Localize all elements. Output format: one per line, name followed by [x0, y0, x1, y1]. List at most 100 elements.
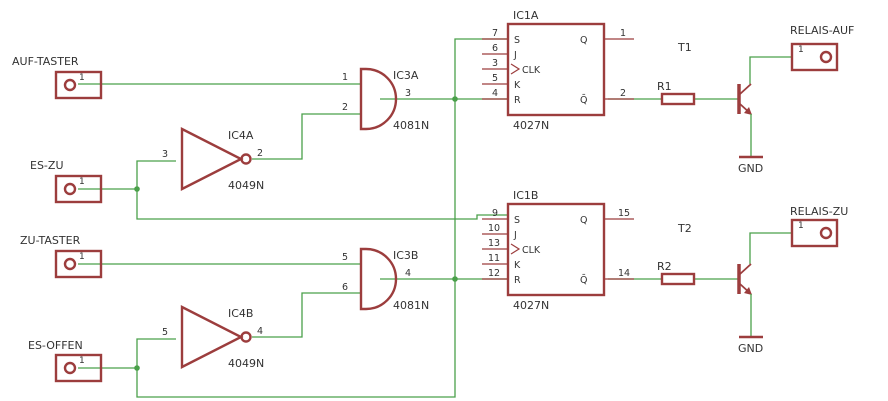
gate-name: IC3A — [393, 69, 419, 82]
pin-number: 4 — [405, 268, 411, 279]
pin-number: 4 — [257, 326, 263, 337]
pin-number: 1 — [798, 221, 804, 231]
pin-label-qn: Q̄ — [580, 274, 587, 286]
pin-label-k: K — [514, 80, 521, 91]
gate-type: 4081N — [393, 119, 429, 132]
gate-type: 4049N — [228, 179, 264, 192]
pin-number: 3 — [492, 58, 498, 69]
ic-type: 4027N — [513, 119, 549, 132]
pin-number: 2 — [620, 88, 626, 99]
connector-relais-auf: RELAIS-AUF 1 — [790, 24, 854, 72]
pin-label-s: S — [514, 35, 520, 46]
pin-number: 3 — [405, 88, 411, 99]
pin-number: 7 — [492, 28, 498, 39]
flipflop-ic1b: S J CLK K R Q Q̄ 9 10 13 11 12 15 14 IC1… — [482, 189, 634, 312]
pin-number: 1 — [79, 73, 85, 83]
pin-number: 5 — [342, 252, 348, 263]
ground-label: GND — [738, 162, 763, 175]
pin-label-qn: Q̄ — [580, 94, 587, 106]
gate-ic3a: IC3A 4081N 1 2 3 — [342, 67, 429, 132]
pin-number: 15 — [618, 208, 630, 219]
ic-name: IC1B — [513, 189, 538, 202]
connector-relais-zu: RELAIS-ZU 1 — [790, 205, 848, 248]
pin-number: 1 — [79, 177, 85, 187]
pin-number: 5 — [162, 327, 168, 338]
wire-t2-relais — [749, 232, 792, 264]
ground-symbol: GND — [738, 335, 763, 355]
connector-label: ZU-TASTER — [20, 234, 81, 247]
transistor-name: T1 — [677, 41, 692, 54]
wire-ic4b-out — [252, 292, 360, 338]
pin-label-q: Q — [580, 215, 587, 226]
junction-dot — [452, 96, 458, 102]
pin-number: 12 — [488, 268, 500, 279]
ground-label: GND — [738, 342, 763, 355]
ground-symbol: GND — [738, 155, 763, 175]
transistor-t2: T2 — [677, 222, 752, 336]
wires — [78, 38, 792, 398]
pin-label-j: J — [513, 230, 517, 241]
pin-label-clk: CLK — [522, 65, 541, 76]
connector-label: RELAIS-ZU — [790, 205, 848, 218]
ic-name: IC1A — [513, 9, 539, 22]
wire-es-offen-inverter — [78, 338, 176, 369]
connector-es-offen: ES-OFFEN 1 — [28, 339, 103, 383]
pin-number: 11 — [488, 253, 500, 264]
gate-ic3b: IC3B 4081N 5 6 4 — [342, 247, 429, 312]
pin-label-s: S — [514, 215, 520, 226]
transistor-name: T2 — [677, 222, 692, 235]
pin-number: 3 — [162, 149, 168, 160]
pin-label-r: R — [514, 275, 521, 286]
pin-number: 2 — [257, 148, 263, 159]
connector-zu-taster: ZU-TASTER 1 — [20, 234, 103, 279]
pin-number: 14 — [618, 268, 630, 279]
pin-number: 6 — [342, 282, 348, 293]
pin-number: 9 — [492, 208, 498, 219]
pin-number: 1 — [620, 28, 626, 39]
resistor-name: R1 — [657, 80, 672, 93]
wire-t1-relais — [749, 56, 792, 84]
pin-number: 2 — [342, 102, 348, 113]
connector-label: AUF-TASTER — [12, 55, 79, 68]
pin-number: 6 — [492, 43, 498, 54]
pin-label-clk: CLK — [522, 245, 541, 256]
resistor-r2: R2 — [657, 260, 696, 286]
pin-label-q: Q — [580, 35, 587, 46]
pin-number: 1 — [798, 45, 804, 55]
connector-label: ES-OFFEN — [28, 339, 83, 352]
transistor-t1: T1 — [677, 41, 752, 156]
pin-number: 4 — [492, 88, 498, 99]
connector-label: RELAIS-AUF — [790, 24, 854, 37]
connector-es-zu: ES-ZU 1 — [30, 159, 103, 204]
inverter-ic4b: IC4B 4049N 5 4 — [162, 305, 264, 370]
connector-auf-taster: AUF-TASTER 1 — [12, 55, 103, 100]
gate-type: 4049N — [228, 357, 264, 370]
pin-number: 1 — [79, 356, 85, 366]
wire-es-zu-inverter — [78, 160, 176, 190]
wire-es-zu-set — [136, 189, 508, 220]
connector-label: ES-ZU — [30, 159, 64, 172]
junction-dot — [134, 365, 140, 371]
junction-dot — [452, 276, 458, 282]
ic-type: 4027N — [513, 299, 549, 312]
pin-number: 1 — [79, 252, 85, 262]
pin-label-r: R — [514, 95, 521, 106]
inverter-ic4a: IC4A 4049N 3 2 — [162, 127, 264, 192]
gate-name: IC3B — [393, 249, 418, 262]
pin-label-k: K — [514, 260, 521, 271]
gate-name: IC4B — [228, 307, 253, 320]
flipflop-ic1a: S J CLK K R Q Q̄ 7 6 3 5 4 1 2 IC1A 4027… — [482, 9, 634, 132]
pin-label-j: J — [513, 50, 517, 61]
resistor-name: R2 — [657, 260, 672, 273]
wire-es-offen-set — [136, 38, 508, 398]
gate-name: IC4A — [228, 129, 254, 142]
pin-number: 5 — [492, 73, 498, 84]
gate-type: 4081N — [393, 299, 429, 312]
pin-number: 10 — [488, 223, 500, 234]
resistor-r1: R1 — [657, 80, 696, 106]
wire-ic4a-out — [252, 113, 360, 160]
pin-number: 13 — [488, 238, 500, 249]
junction-dot — [134, 186, 140, 192]
